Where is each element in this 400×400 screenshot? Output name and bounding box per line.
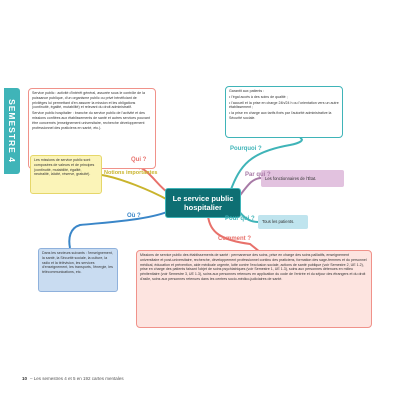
page-number: 10 <box>22 376 28 381</box>
civil-servants-box: Les fonctionnaires de l'État. <box>261 170 344 187</box>
definition-service-public: Service public : activité d'intérêt géné… <box>32 91 145 110</box>
missions-principles-text: Les missions de service public sont comp… <box>34 158 95 177</box>
link-comment <box>207 215 261 253</box>
semester-tab-label: SEMESTRE 4 <box>7 99 17 163</box>
link-parqui <box>237 177 263 199</box>
link-notions <box>101 174 169 201</box>
central-topic: Le service public hospitalier <box>165 188 241 218</box>
branch-label-pourquoi: Pourquoi ? <box>230 146 262 152</box>
page-footer: 10– Les semestres 4 et 5 en 192 cartes m… <box>22 376 124 381</box>
guarantee-item: • l'accueil et la prise en charge 24h/24… <box>229 100 339 110</box>
footer-title: – Les semestres 4 et 5 en 192 cartes men… <box>30 376 124 381</box>
branch-label-notions: Notions importantes <box>104 170 158 176</box>
civil-servants-text: Les fonctionnaires de l'État. <box>265 176 317 181</box>
semester-tab: SEMESTRE 4 <box>4 88 20 174</box>
sectors-box: Dans les secteurs suivants : l'enseignem… <box>38 248 118 292</box>
all-patients-text: Tous les patients. <box>262 219 295 224</box>
guarantee-item: • l'égal accès à des soins de qualité ; <box>229 94 288 99</box>
branch-label-qui: Qui ? <box>131 157 147 163</box>
branch-label-comment: Comment ? <box>218 236 251 242</box>
hospital-missions-box: Missions de service public des établisse… <box>136 250 372 328</box>
branch-label-ou: Où ? <box>127 213 141 219</box>
missions-principles-box: Les missions de service public sont comp… <box>30 155 102 194</box>
guarantees-intro: Garantit aux patients : <box>229 89 265 93</box>
guarantee-item: • la prise en charge aux tarifs fixés pa… <box>229 111 332 120</box>
link-pourquoi <box>229 137 303 193</box>
link-ou <box>68 209 173 249</box>
definition-service-hospitalier: Service public hospitalier : branche du … <box>32 111 150 130</box>
branch-label-par-qui: Par qui ? <box>245 172 271 178</box>
sectors-text: Dans les secteurs suivants : l'enseignem… <box>42 251 113 275</box>
hospital-missions-text: Missions de service public des établisse… <box>140 253 367 281</box>
branch-label-pour-qui: Pour qui ? <box>225 216 255 222</box>
guarantees-box: Garantit aux patients : • l'égal accès à… <box>225 86 343 138</box>
all-patients-box: Tous les patients. <box>258 215 308 229</box>
